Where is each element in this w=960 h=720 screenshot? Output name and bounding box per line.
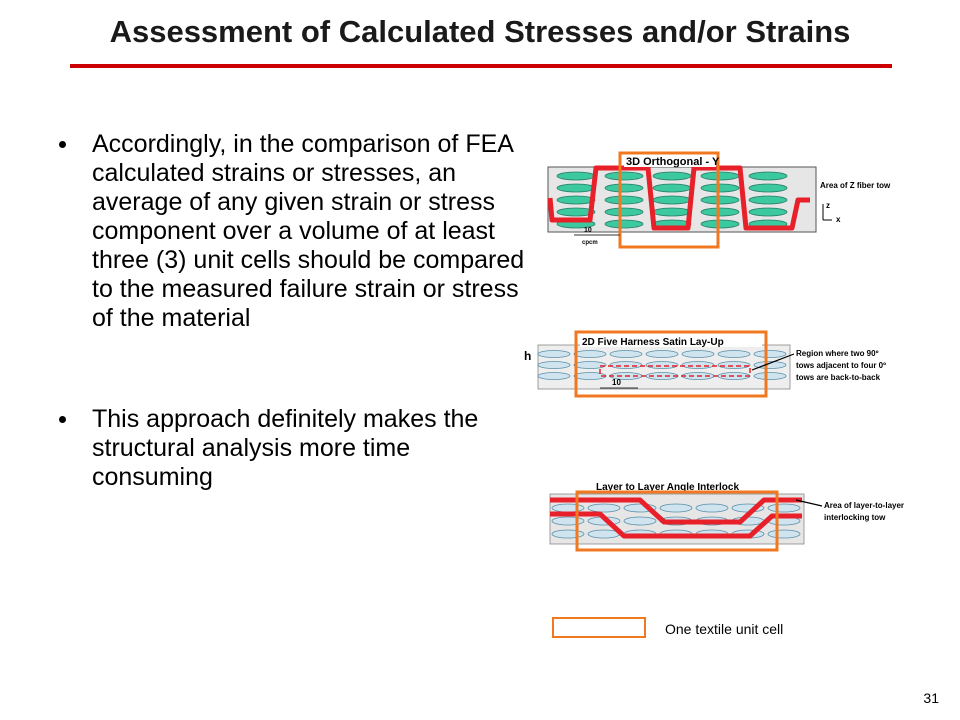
- bullet-list: Accordingly, in the comparison of FEA ca…: [58, 130, 528, 492]
- orthogonal-dim-sub: cpcm: [582, 240, 598, 246]
- back-to-back-region: [599, 365, 751, 377]
- bullet-item: This approach definitely makes the struc…: [58, 405, 528, 492]
- orthogonal-note: Area of Z fiber tow: [820, 181, 891, 190]
- slide-title: Assessment of Calculated Stresses and/or…: [109, 14, 851, 49]
- orthogonal-caption: 3D Orthogonal - Y: [626, 156, 720, 168]
- unit-cell-outline: [574, 330, 768, 398]
- unit-cell-outline: [618, 151, 720, 249]
- interlock-note-line: interlocking tow: [824, 513, 886, 522]
- figure-angle-interlock: Layer to Layer Angle Interlock Area of l…: [540, 478, 940, 558]
- axis-x-label: x: [836, 215, 841, 224]
- satin-dim: 10: [612, 378, 621, 387]
- bullet-dot-icon: [59, 416, 66, 423]
- satin-layup-diagram: 2D Five Harness Satin Lay-Up h 10 Region…: [524, 330, 886, 398]
- title-underline: [70, 64, 892, 68]
- bullet-text: Accordingly, in the comparison of FEA ca…: [92, 130, 525, 332]
- unit-cell-outline: [575, 490, 779, 552]
- axis-z-label: z: [826, 201, 830, 210]
- satin-note-line: tows adjacent to four 0º: [796, 361, 886, 370]
- satin-h-label: h: [524, 349, 531, 363]
- orthogonal-weave-diagram: 3D Orthogonal - Y 10 cpcm Area of Z fibe…: [547, 151, 891, 249]
- satin-note-line: tows are back-to-back: [796, 373, 881, 382]
- satin-caption: 2D Five Harness Satin Lay-Up: [582, 337, 724, 348]
- figure-3d-orthogonal: 3D Orthogonal - Y 10 cpcm Area of Z fibe…: [540, 150, 930, 250]
- bullet-dot-icon: [59, 141, 66, 148]
- interlock-caption: Layer to Layer Angle Interlock: [596, 482, 739, 493]
- interlock-note-line: Area of layer-to-layer: [824, 501, 904, 510]
- unit-cell-legend-swatch: [552, 617, 646, 638]
- angle-interlock-diagram: Layer to Layer Angle Interlock Area of l…: [549, 482, 904, 552]
- z-tow-path: [547, 165, 810, 231]
- unit-cell-legend: One textile unit cell: [548, 615, 848, 643]
- bullet-text: This approach definitely makes the struc…: [92, 405, 479, 491]
- figure-satin-layup: 2D Five Harness Satin Lay-Up h 10 Region…: [520, 328, 920, 408]
- unit-cell-legend-label: One textile unit cell: [665, 621, 784, 637]
- bullet-item: Accordingly, in the comparison of FEA ca…: [58, 130, 528, 333]
- orthogonal-dim: 10: [584, 227, 592, 234]
- interlock-tow-red-upper: [550, 497, 802, 525]
- page-number: 31: [923, 690, 939, 706]
- satin-note-line: Region where two 90º: [796, 349, 879, 358]
